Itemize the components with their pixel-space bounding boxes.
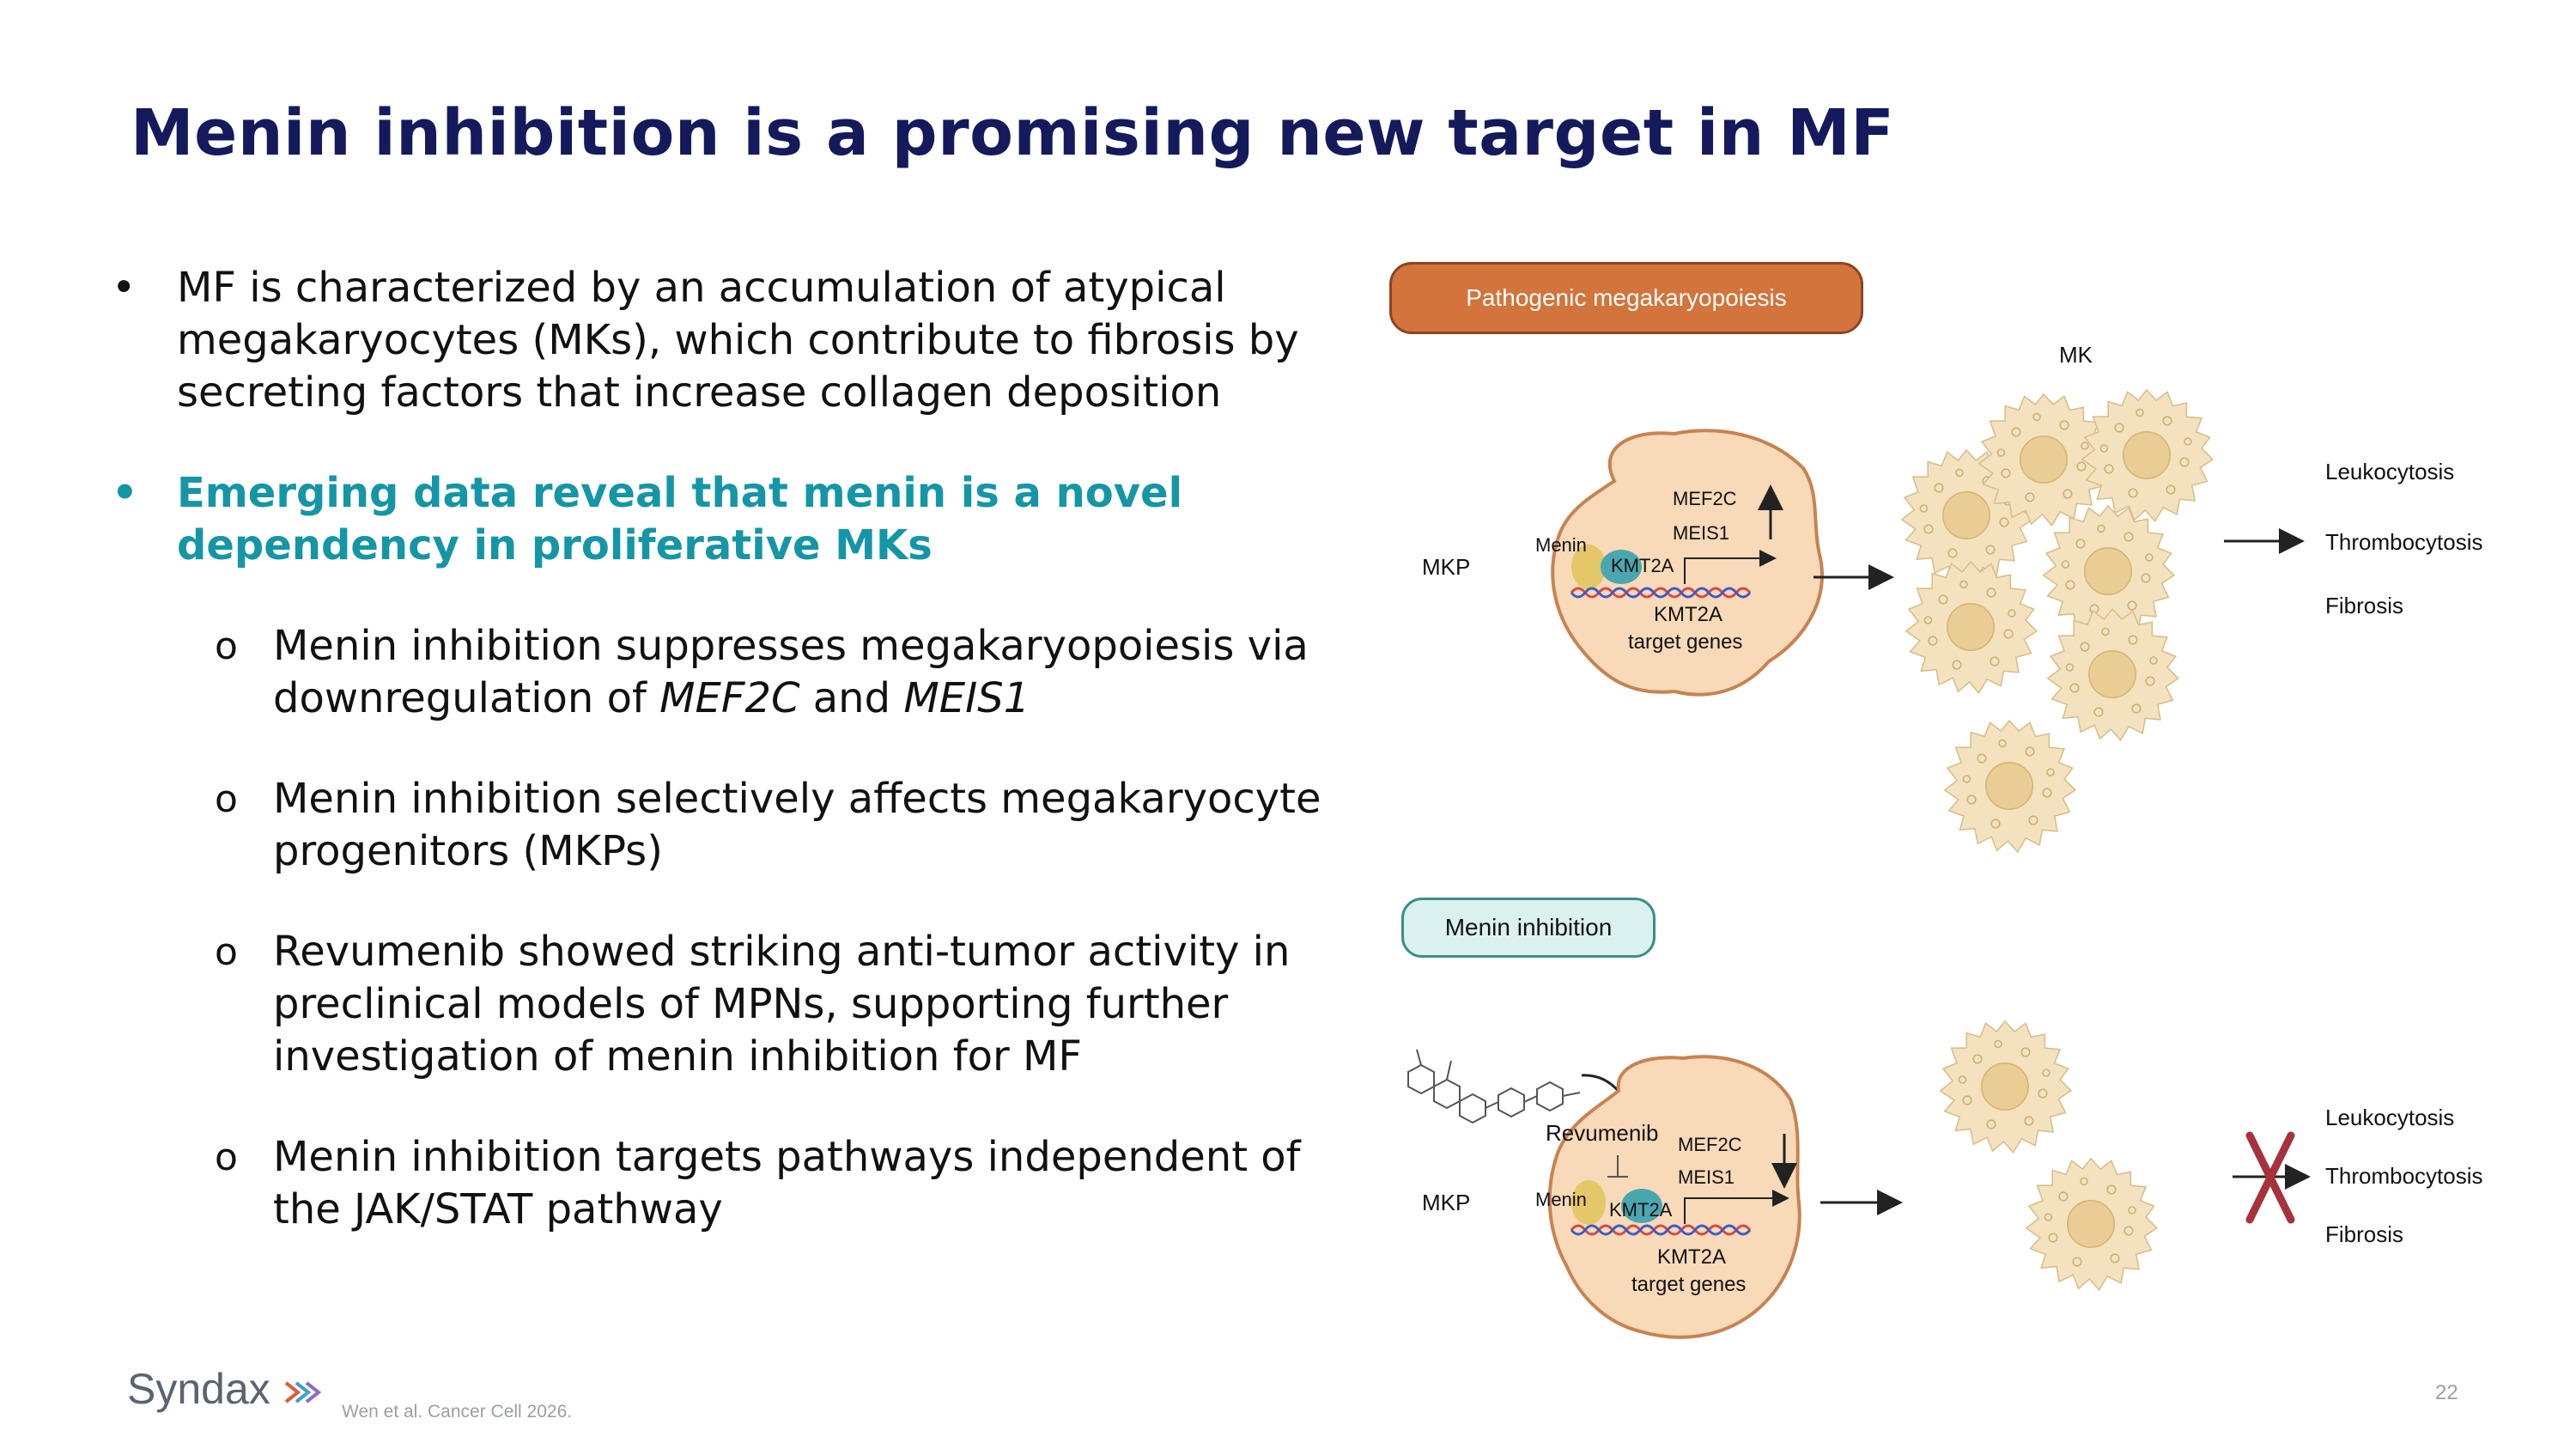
syndax-logo: Syndax (127, 1364, 322, 1414)
revumenib-label: Revumenib (1546, 1120, 1659, 1146)
outcome-label: Thrombocytosis (2325, 1163, 2483, 1189)
bullet-marker: • (112, 469, 138, 517)
transcription-arrow-icon (1684, 550, 1777, 584)
slide-title: Menin inhibition is a promising new targ… (131, 96, 1895, 170)
sub-bullet-marker: o (215, 930, 238, 974)
sub-bullet-item: o Menin inhibition targets pathways inde… (112, 1131, 1331, 1236)
menin-protein-icon (1571, 545, 1606, 589)
sub-bullet-text-part: Menin inhibition suppresses megakaryopoi… (273, 622, 1309, 722)
blocked-outcome-x-icon (2245, 1131, 2295, 1224)
transcription-arrow-icon (1684, 1190, 1789, 1224)
bullet-item-highlight: • Emerging data reveal that menin is a n… (112, 467, 1331, 572)
target-genes-label: KMT2A (1657, 1245, 1727, 1269)
menin-label: Menin (1535, 534, 1587, 556)
outcome-label: Leukocytosis (2325, 1105, 2455, 1130)
mkp-label: MKP (1422, 1190, 1471, 1215)
pathogenic-megakaryopoiesis-label: Pathogenic megakaryopoiesis (1389, 262, 1863, 334)
outcome-label: Fibrosis (2325, 593, 2404, 618)
sub-bullet-text-part: and (799, 674, 904, 722)
mkp-cell-bottom (1547, 1055, 1801, 1339)
bullet-text: MF is characterized by an accumulation o… (177, 264, 1299, 417)
megakaryocyte-reduced-icon (1940, 1020, 2158, 1291)
dna-strand-icon (1570, 1224, 1752, 1236)
mef2c-label: MEF2C (1678, 1134, 1742, 1155)
dna-strand-icon (1570, 587, 1752, 599)
mef2c-label: MEF2C (1673, 488, 1737, 509)
outcome-label: Leukocytosis (2325, 459, 2455, 484)
bullet-list: • MF is characterized by an accumulation… (112, 262, 1331, 1236)
outcome-label: Fibrosis (2325, 1221, 2404, 1247)
dna-strand-icon (1570, 587, 1752, 599)
meis1-label: MEIS1 (1678, 1166, 1735, 1188)
bullet-text: Emerging data reveal that menin is a nov… (177, 469, 1183, 569)
gene-name: MEIS1 (903, 674, 1030, 722)
page-number: 22 (2435, 1381, 2458, 1404)
mkp-cell-top (1551, 429, 1824, 697)
kmt2a-protein-icon (1601, 550, 1642, 584)
kmt2a-label: KMT2A (1609, 1199, 1673, 1221)
target-genes-label: target genes (1628, 630, 1743, 654)
dna-strand-icon (1570, 1224, 1752, 1236)
logo-text: Syndax (127, 1365, 270, 1413)
sub-bullet-marker: o (215, 624, 238, 668)
sub-bullet-item: o Menin inhibition selectively affects m… (112, 773, 1331, 878)
target-genes-label: target genes (1631, 1273, 1747, 1296)
sub-bullet-text: Menin inhibition suppresses megakaryopoi… (273, 620, 1331, 725)
bullet-item: • MF is characterized by an accumulation… (112, 262, 1331, 419)
kmt2a-protein-icon (1621, 1189, 1662, 1223)
menin-protein-icon (1571, 1180, 1606, 1225)
menin-label: Menin (1535, 1189, 1587, 1210)
bullet-marker: • (112, 264, 137, 312)
megakaryocyte-cluster-icon (1901, 389, 2214, 853)
kmt2a-label: KMT2A (1611, 555, 1674, 576)
sub-bullet-marker: o (215, 1135, 238, 1179)
menin-inhibition-label: Menin inhibition (1401, 898, 1656, 958)
sub-bullet-item: o Menin inhibition suppresses megakaryop… (112, 620, 1331, 725)
gene-name: MEF2C (659, 674, 800, 722)
sub-bullet-text: Menin inhibition targets pathways indepe… (273, 1133, 1301, 1233)
revumenib-structure-icon (1407, 1049, 1581, 1124)
target-genes-label: KMT2A (1654, 603, 1723, 626)
citation: Wen et al. Cancer Cell 2026. (342, 1402, 573, 1422)
sub-bullet-item: o Revumenib showed striking anti-tumor a… (112, 926, 1331, 1083)
sub-bullet-text: Revumenib showed striking anti-tumor act… (273, 928, 1291, 1081)
sub-bullet-marker: o (215, 777, 238, 821)
mkp-label: MKP (1422, 554, 1471, 580)
logo-mark-icon (284, 1381, 321, 1403)
sub-bullet-text: Menin inhibition selectively affects meg… (273, 775, 1321, 875)
outcome-label: Thrombocytosis (2325, 529, 2483, 555)
meis1-label: MEIS1 (1673, 522, 1730, 544)
mk-label: MK (2059, 342, 2093, 368)
